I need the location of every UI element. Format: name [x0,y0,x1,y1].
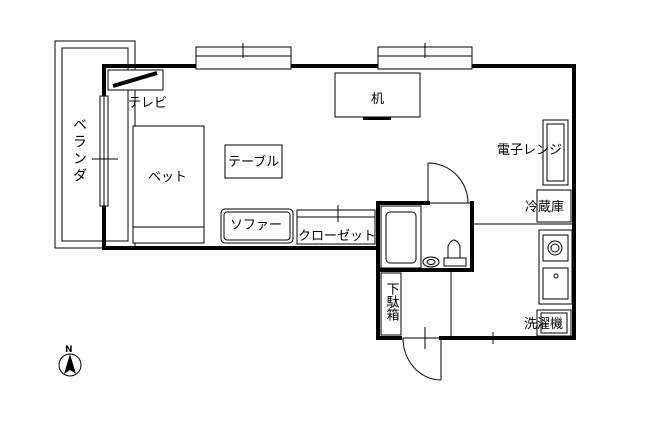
fridge [536,189,572,223]
bed-label: ベット [148,170,187,185]
closet [296,205,376,245]
bed [132,125,205,244]
sofa [220,208,294,244]
exterior-walls [102,64,576,340]
microwave-label: 電子レンジ [497,143,562,158]
bathtub [380,205,422,269]
desk [334,72,421,120]
closet-label: クローゼット [298,229,376,244]
fridge-label: 冷蔵庫 [525,200,564,215]
washing-machine [536,309,572,337]
washbasin [422,256,440,268]
north-arrow [58,353,82,377]
north-label: N [65,345,73,355]
shoe-box [380,272,402,336]
kitchen-counter [538,229,573,305]
tv-label: テレビ [128,96,167,111]
microwave [542,119,569,186]
window-right [377,43,473,70]
sofa-label: ソファー [230,218,282,233]
veranda-label: ベランダ [71,117,87,185]
table [224,144,283,179]
outdoor-marker [481,332,505,344]
entrance-door [402,327,442,381]
window-left [195,43,292,70]
tv [107,69,164,91]
table-label: テーブル [228,154,279,170]
washer-label: 洗濯機 [524,317,563,332]
bath-door [427,162,472,204]
shoe-box-label: 下駄箱 [384,282,400,321]
desk-label: 机 [371,92,384,107]
toilet [443,239,467,267]
veranda-door [92,95,118,207]
